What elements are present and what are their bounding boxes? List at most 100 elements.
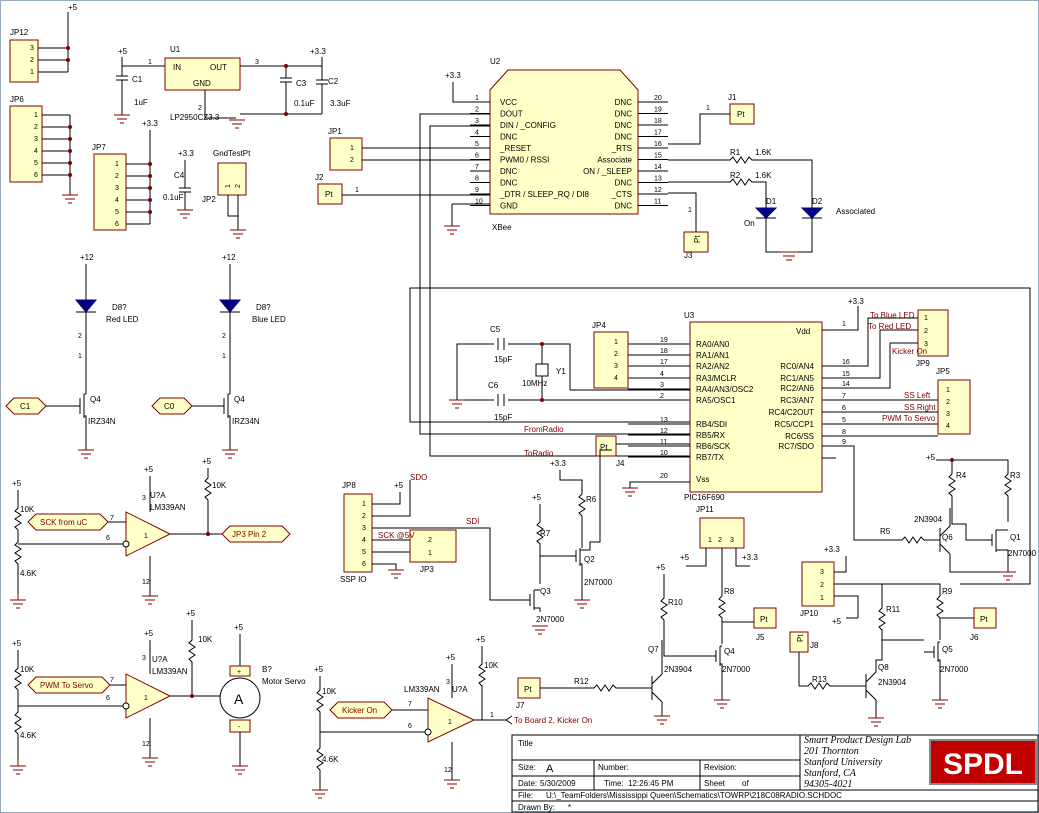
u2-pin-label: Associate [597, 156, 632, 165]
svg-text:2N7000: 2N7000 [584, 578, 613, 587]
svg-text:2: 2 [924, 328, 928, 335]
svg-text:R8: R8 [724, 587, 735, 596]
svg-text:6: 6 [34, 172, 38, 179]
svg-text:C4: C4 [174, 171, 185, 180]
svg-text:4: 4 [614, 375, 618, 382]
svg-text:J6: J6 [970, 633, 979, 642]
svg-text:2: 2 [718, 537, 722, 544]
svg-text:JP12: JP12 [10, 28, 29, 37]
u2-pin-label: PWM0 / RSSI [500, 156, 549, 165]
svg-text:1: 1 [30, 69, 34, 76]
svg-text:2: 2 [78, 333, 82, 340]
svg-text:12: 12 [142, 579, 150, 586]
jp8-jp3: JP8 1 2 3 4 5 6 SSP IO +5 SDI SCK @5V 2 … [340, 480, 520, 601]
svg-text:3: 3 [924, 341, 928, 348]
u3-pin-number: 4 [660, 371, 664, 378]
motor-servo: +5 + A - B? Motor Servo [219, 623, 306, 775]
svg-text:Kicker On: Kicker On [892, 347, 927, 356]
svg-text:SCK @5V: SCK @5V [378, 531, 415, 540]
svg-text:+5: +5 [68, 3, 78, 12]
svg-text:1: 1 [448, 719, 452, 726]
svg-text:R5: R5 [880, 527, 891, 536]
svg-text:OUT: OUT [210, 63, 227, 72]
u2-pin-number: 6 [475, 153, 479, 160]
svg-text:Kicker On: Kicker On [342, 706, 377, 715]
u3-pin-label: RC7/SDO [778, 442, 814, 451]
svg-text:R6: R6 [586, 495, 597, 504]
svg-text:SPDL: SPDL [943, 748, 1023, 781]
svg-text:5: 5 [34, 160, 38, 167]
svg-text:of: of [742, 779, 749, 788]
svg-text:+3.3: +3.3 [848, 297, 864, 306]
svg-text:Pt: Pt [980, 615, 988, 624]
svg-text:1: 1 [706, 105, 710, 112]
svg-text:+5: +5 [144, 465, 154, 474]
svg-text:0.1uF: 0.1uF [163, 193, 184, 202]
svg-text:Pt: Pt [737, 110, 745, 119]
u3-pin-label: RA0/AN0 [696, 340, 730, 349]
svg-text:R2: R2 [730, 171, 741, 180]
crystal-oscillator: C5 15pF C6 15pF 10MHz Y1 [449, 325, 690, 422]
svg-text:12:26:45 PM: 12:26:45 PM [628, 779, 674, 788]
svg-text:R3: R3 [1010, 471, 1021, 480]
u3-pin-label: RC0/AN4 [780, 362, 814, 371]
svg-text:1: 1 [350, 145, 354, 152]
svg-text:JP7: JP7 [92, 143, 106, 152]
u2-pin-number: 8 [475, 176, 479, 183]
svg-text:+5: +5 [476, 635, 486, 644]
u2-pin-number: 18 [654, 118, 662, 125]
svg-text:6: 6 [408, 723, 412, 730]
svg-text:1: 1 [490, 712, 494, 719]
svg-text:R13: R13 [812, 675, 827, 684]
svg-text:IN: IN [173, 63, 181, 72]
svg-text:1: 1 [924, 315, 928, 322]
svg-text:4: 4 [115, 197, 119, 204]
u2-pin-label: DNC [500, 133, 518, 142]
svg-text:3: 3 [820, 569, 824, 576]
u3-pin-number: 16 [842, 359, 850, 366]
u3-pin-label: RA4/AN3/OSC2 [696, 385, 754, 394]
svg-text:6: 6 [106, 535, 110, 542]
svg-text:4: 4 [946, 423, 950, 430]
svg-text:3: 3 [142, 655, 146, 662]
u3-pin-number: 2 [660, 393, 664, 400]
u3-pin-number: 13 [660, 417, 668, 424]
svg-text:7: 7 [110, 677, 114, 684]
svg-text:+5: +5 [532, 493, 542, 502]
jp10-q5-q8: +3.3 3 2 1 JP10 +5 R9 Pt J6 Q5 2N7000 R1… [789, 545, 997, 727]
u2-pin-number: 10 [475, 199, 483, 206]
u2-pin-label: DNC [500, 167, 518, 176]
svg-text:Q7: Q7 [648, 645, 659, 654]
svg-text:+3.3: +3.3 [550, 459, 566, 468]
u3-pin-number: 17 [660, 359, 668, 366]
u3-pin-number: 14 [842, 381, 850, 388]
svg-text:Q1: Q1 [1010, 533, 1021, 542]
svg-text:To Blue LED: To Blue LED [870, 311, 915, 320]
svg-text:1uF: 1uF [134, 98, 148, 107]
svg-text:U1: U1 [170, 45, 181, 54]
svg-text:3: 3 [255, 59, 259, 66]
svg-text:2: 2 [946, 399, 950, 406]
u2-pin-label: _RESET [499, 144, 531, 153]
svg-text:5: 5 [115, 209, 119, 216]
svg-text:J1: J1 [728, 93, 737, 102]
svg-text:10K: 10K [20, 665, 35, 674]
svg-text:LM339AN: LM339AN [150, 503, 186, 512]
svg-text:Vdd: Vdd [796, 327, 810, 336]
svg-text:2N3904: 2N3904 [914, 515, 943, 524]
u3-pin-number: 15 [842, 371, 850, 378]
svg-text:15pF: 15pF [494, 413, 512, 422]
svg-text:+5: +5 [234, 623, 244, 632]
svg-text:2: 2 [30, 57, 34, 64]
u2-pin-number: 19 [654, 107, 662, 114]
u2-pin-label: ON / _SLEEP [583, 167, 632, 176]
svg-text:J2: J2 [315, 173, 324, 182]
c4-jp2: +3.3 C4 0.1uF GndTestPt 1 2 JP2 [163, 149, 251, 239]
u3-pin-label: RB7/TX [696, 453, 725, 462]
svg-text:Associated: Associated [836, 207, 875, 216]
svg-text:+5: +5 [12, 479, 22, 488]
svg-text:Q6: Q6 [942, 533, 953, 542]
svg-text:Q5: Q5 [942, 645, 953, 654]
u2-pin-label: DOUT [500, 110, 523, 119]
